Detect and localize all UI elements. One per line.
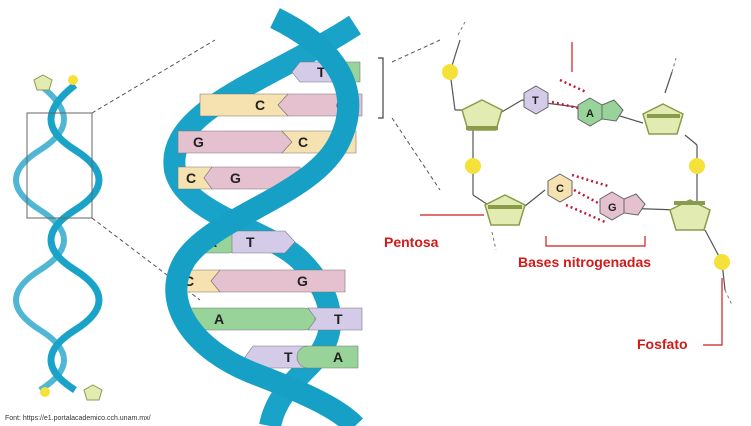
pentose-icon (642, 103, 684, 135)
small-helix-strand-front (47, 82, 103, 393)
base-pair-row: C G (177, 166, 301, 190)
small-helix-top-phosphate-icon (68, 75, 78, 85)
molecule-base-label: C (556, 183, 564, 195)
thymine-arrow (244, 345, 309, 369)
zoom-guide-right-bottom (391, 117, 441, 191)
phosphate-icon (442, 64, 458, 80)
cytosine-arrow (199, 93, 289, 117)
hydrogen-bonds (551, 78, 609, 224)
base-label: T (317, 64, 326, 80)
base-label: G (193, 134, 204, 150)
guanine-molecule-icon: G (599, 191, 646, 221)
backbone-dashed-ends (457, 21, 733, 306)
phosphate-icon (465, 158, 481, 174)
small-double-helix (13, 74, 103, 401)
small-helix-bottom-pentagon-icon (83, 384, 103, 401)
thymine-molecule-icon: T (523, 85, 549, 115)
molecule-base-label: G (608, 202, 617, 214)
nitrogenous-bases-label: Bases nitrogenadas (518, 254, 651, 270)
small-helix-top-pentagon-icon (33, 74, 53, 91)
zoom-guide-right-top (391, 39, 441, 63)
base-label: C (184, 273, 194, 289)
pentose-icon (484, 194, 526, 226)
pentose-label: Pentosa (384, 234, 439, 250)
molecular-detail: T A C G (420, 21, 733, 346)
base-label: A (214, 311, 224, 327)
adenine-block (296, 345, 359, 369)
molecule-base-label: T (532, 95, 539, 107)
base-label: G (297, 273, 308, 289)
label-leaders (420, 42, 723, 346)
base-label: C (298, 134, 308, 150)
base-label: A (333, 349, 343, 365)
zoom-selection-box (26, 112, 93, 219)
base-pair-row: C G (174, 269, 346, 293)
thymine-arrow (307, 307, 363, 331)
thymine-arrow (231, 230, 296, 254)
base-label: T (334, 311, 343, 327)
phosphate-label: Fosfato (637, 336, 688, 352)
base-pair-row: A T (187, 307, 363, 331)
phosphate-icon (714, 254, 730, 270)
base-label: C (255, 97, 265, 113)
base-pair-row: T A (244, 345, 359, 369)
zoom-bracket (378, 57, 384, 119)
big-helix-front-strand (165, 8, 364, 426)
base-label: C (186, 170, 196, 186)
guanine-arrow (210, 269, 346, 293)
base-label: T (246, 234, 255, 250)
pentose-icon (461, 99, 503, 131)
small-helix-bottom-phosphate-icon (40, 387, 50, 397)
guanine-arrow (203, 166, 301, 190)
adenine-block (187, 307, 316, 331)
base-label: G (230, 170, 241, 186)
source-credit: Font: https://e1.portalacademico.cch.una… (5, 415, 151, 422)
zoom-guide-top (91, 39, 216, 114)
small-helix-strand-back (13, 82, 67, 393)
phosphate-icon (689, 158, 705, 174)
molecule-base-label: A (586, 108, 594, 120)
backbone-lines (449, 39, 726, 291)
pentose-icon (669, 199, 711, 231)
base-label: T (284, 349, 293, 365)
adenine-molecule-icon: A (577, 97, 624, 127)
cytosine-molecule-icon: C (547, 173, 573, 203)
